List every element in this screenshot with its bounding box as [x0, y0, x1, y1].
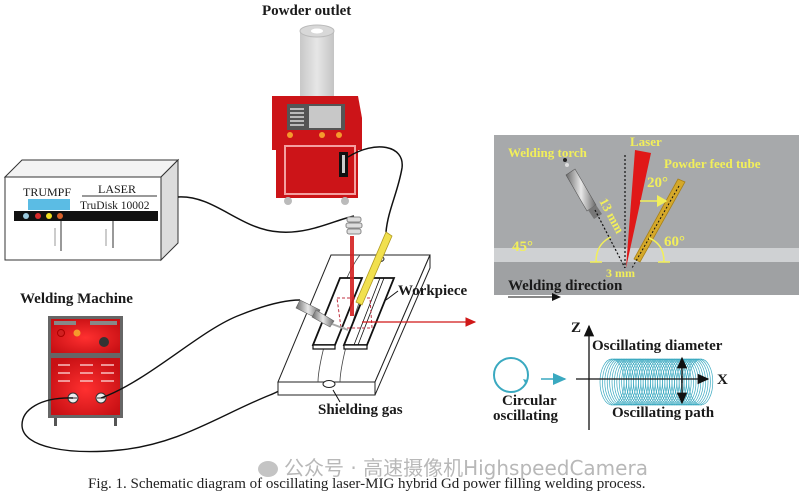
- circular-oscillation-icon: [493, 357, 529, 393]
- coil-loop: [688, 358, 714, 406]
- oscillating-diameter-label: Oscillating diameter: [592, 338, 723, 354]
- led-icon: [46, 213, 52, 219]
- welding-machine-label: Welding Machine: [20, 291, 133, 307]
- welding-torch: [295, 299, 349, 331]
- oscillating-path-label: Oscillating path: [612, 405, 715, 421]
- gap-3mm-label: 3 mm: [606, 266, 635, 280]
- welding-torch-detail: [563, 158, 602, 219]
- welding-machine: Welding Machine: [20, 291, 301, 453]
- feeder-screen: [309, 106, 341, 128]
- circular-label: Circular: [502, 393, 557, 409]
- feeder-knob-icon: [336, 132, 342, 138]
- workpiece-label: Workpiece: [398, 283, 467, 299]
- powder-feeder: Powder outlet: [262, 3, 403, 233]
- led-icon: [23, 213, 29, 219]
- powder-feed-tube: [355, 231, 393, 306]
- welding-direction-label: Welding direction: [508, 278, 623, 294]
- x-axis-label: X: [717, 372, 728, 388]
- laser-indicator-strip: [14, 211, 158, 221]
- feeder-knob-icon: [319, 132, 325, 138]
- powder-hopper-cylinder: [300, 30, 334, 98]
- laser-brand: TRUMPF: [23, 185, 71, 199]
- figure-caption: Fig. 1. Schematic diagram of oscillating…: [88, 476, 646, 492]
- wechat-icon: [258, 461, 278, 477]
- powder-feed-tube-label: Powder feed tube: [664, 156, 761, 171]
- laser-cone: [626, 150, 651, 268]
- laser-source: TRUMPF LASER TruDisk 10002: [3, 158, 355, 262]
- detail-panel: Welding torch Laser Powder feed tube 20°…: [494, 134, 799, 301]
- laser-model: TruDisk 10002: [80, 200, 150, 212]
- oscillation-coil: [599, 358, 714, 406]
- oscillation-schematic: Circular oscillating Z X Oscillating dia…: [493, 320, 728, 430]
- laser-head: [345, 216, 363, 235]
- powder-outlet-label: Powder outlet: [262, 3, 351, 19]
- laser-type: LASER: [98, 182, 136, 196]
- laser-beam: [350, 236, 354, 316]
- control-dial-icon: [99, 337, 109, 347]
- led-icon: [35, 213, 41, 219]
- welding-torch-label: Welding torch: [508, 145, 588, 160]
- angle-60-label: 60°: [664, 234, 685, 250]
- worktable: Workpiece Shielding gas: [277, 216, 477, 418]
- watermark-text: 公众号 · 高速摄像机HighspeedCamera: [284, 456, 648, 480]
- angle-45-label: 45°: [512, 239, 533, 255]
- z-axis-label: Z: [571, 320, 581, 336]
- angle-20-label: 20°: [647, 175, 668, 191]
- led-icon: [57, 213, 63, 219]
- laser-label: Laser: [630, 134, 662, 149]
- oscillating-label: oscillating: [493, 408, 559, 424]
- shielding-gas-label: Shielding gas: [318, 402, 403, 418]
- powder-feed-tube-detail: [633, 178, 686, 263]
- watermark: 公众号 · 高速摄像机HighspeedCamera: [258, 452, 648, 481]
- coil-loop: [686, 358, 711, 406]
- indicator-light-icon: [73, 329, 81, 337]
- feeder-knob-icon: [287, 132, 293, 138]
